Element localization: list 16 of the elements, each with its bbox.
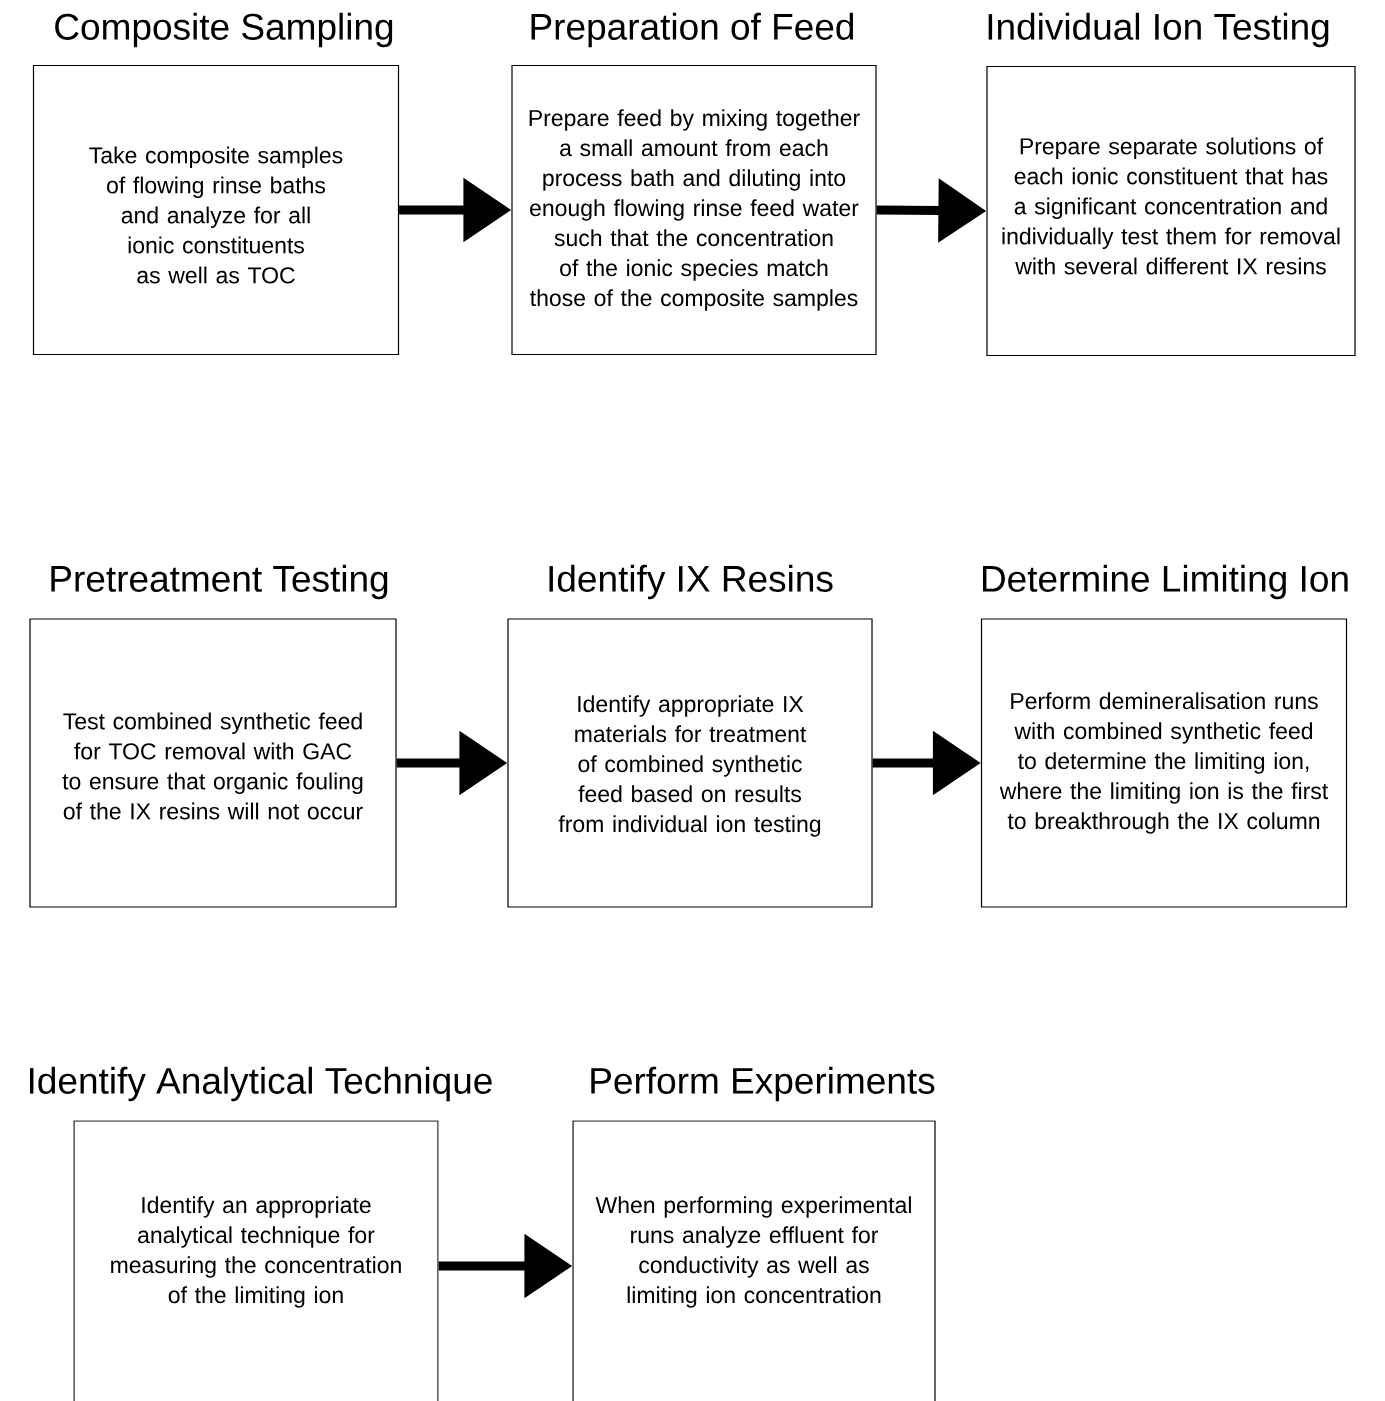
step-box: Prepare separate solutions of each ionic constituent that has a significant concentration and individually test them for removal with several different IX resins (986, 65, 1356, 357)
step-heading: Preparation of Feed (531, 12, 854, 48)
step-heading: Individual Ion Testing (988, 12, 1329, 48)
step-box: Identify appropriate IX materials for treatment of combined synthetic feed based on results from individual ion testing (507, 618, 873, 908)
step-heading: Determine Limiting Ion (982, 564, 1348, 600)
step-box: Identify an appropriate analytical technique for measuring the concentration of the limiting ion (73, 1120, 439, 1401)
step-heading: Identify Analytical Technique (29, 1066, 492, 1102)
step-box: Take composite samples of flowing rinse baths and analyze for all ionic constituents as well as TOC (32, 64, 400, 356)
step-heading: Pretreatment Testing (51, 564, 388, 600)
step-box: Test combined synthetic feed for TOC removal with GAC to ensure that organic fouling of the IX resins will not occur (29, 618, 397, 908)
step-box: When performing experimental runs analyze effluent for conductivity as well as limiting ion concentration (572, 1120, 936, 1401)
step-box: Prepare feed by mixing together a small amount from each process bath and diluting into enough flowing rinse feed water such that the concentration of the ionic species match those of the composite samples (511, 64, 877, 356)
step-heading: Perform Experiments (591, 1066, 935, 1102)
step-heading: Composite Sampling (55, 12, 393, 48)
step-heading: Identify IX Resins (549, 564, 833, 600)
step-box: Perform demineralisation runs with combined synthetic feed to determine the limiting ion, where the limiting ion is the first to breakthrough the IX column (980, 618, 1348, 908)
